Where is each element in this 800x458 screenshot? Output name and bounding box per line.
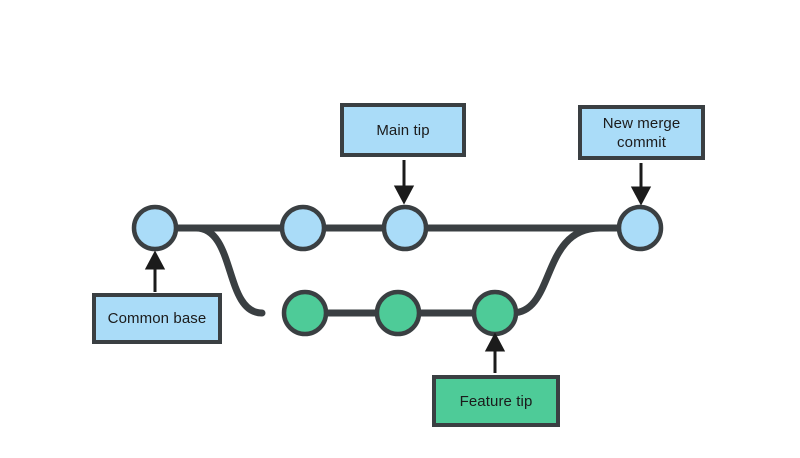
commit-node-feature-tip[interactable] bbox=[471, 289, 519, 337]
label-text-feature-tip: Feature tip bbox=[459, 392, 533, 410]
merge-curve bbox=[508, 224, 604, 317]
branch-off-curve bbox=[192, 224, 266, 317]
label-box-new-merge-commit[interactable]: New merge commit bbox=[578, 105, 705, 160]
commit-node-main-1[interactable] bbox=[279, 204, 327, 252]
commit-node-merge-commit[interactable] bbox=[616, 204, 664, 252]
label-text-new-merge-commit: New merge commit bbox=[602, 114, 681, 151]
label-text-main-tip: Main tip bbox=[376, 121, 430, 139]
label-box-common-base[interactable]: Common base bbox=[92, 293, 222, 344]
commit-node-common-base[interactable] bbox=[131, 204, 179, 252]
label-text-common-base: Common base bbox=[107, 310, 207, 327]
label-box-main-tip[interactable]: Main tip bbox=[340, 103, 466, 157]
commit-node-main-tip[interactable] bbox=[381, 204, 429, 252]
commit-node-feature-1[interactable] bbox=[281, 289, 329, 337]
commit-node-feature-2[interactable] bbox=[374, 289, 422, 337]
label-box-feature-tip[interactable]: Feature tip bbox=[432, 375, 560, 427]
